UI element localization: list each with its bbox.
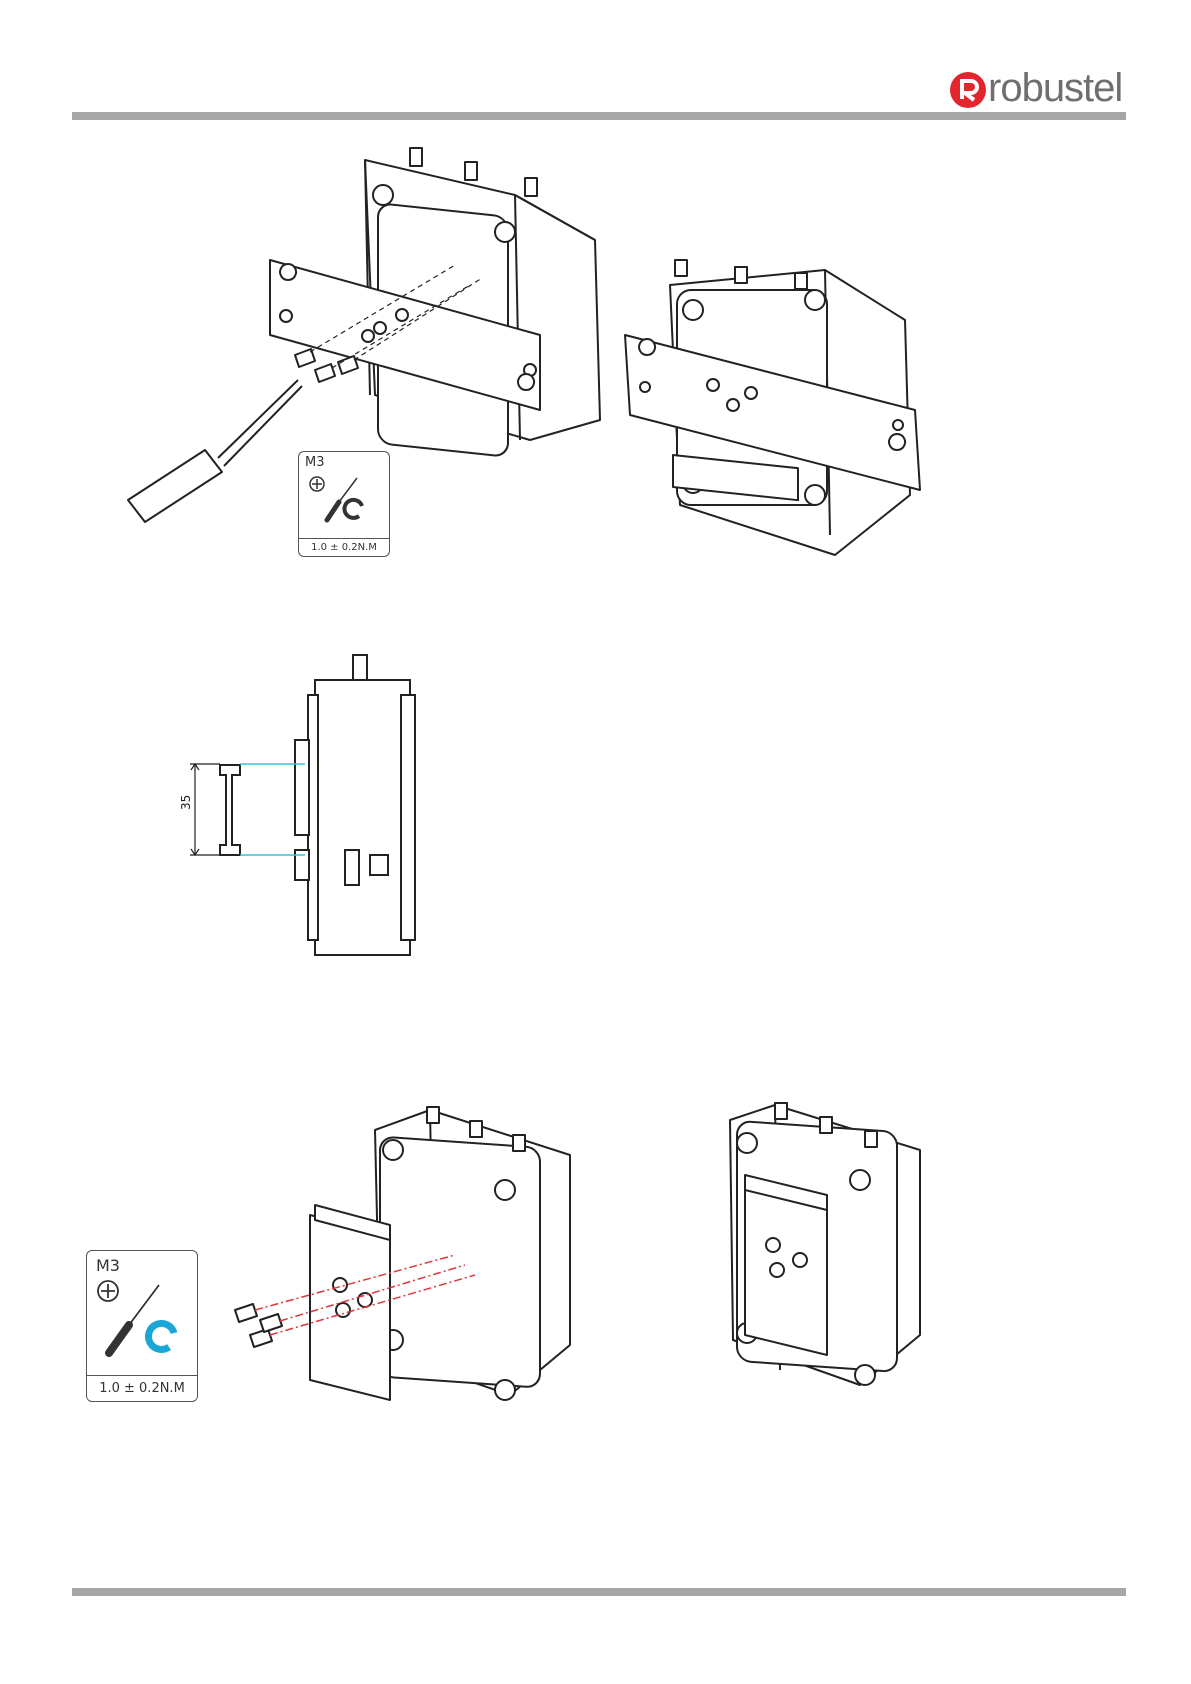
torque-label-din: 1.0 ± 0.2N.M (87, 1375, 197, 1401)
torque-label: 1.0 ± 0.2N.M (299, 538, 389, 556)
din-rail-dimension-label: 35 (179, 795, 193, 810)
brand-logo: robustel (948, 68, 1128, 114)
header-rule (72, 112, 1126, 120)
screwdriver-rotate-icon (95, 1275, 185, 1365)
screw-spec-badge: M3 1.0 ± 0.2N.M (298, 451, 390, 557)
din-rail-mount-assembled-figure (725, 1095, 925, 1400)
din-rail-mount-exploded-figure (215, 1095, 575, 1415)
screw-spec-badge-din: M3 1.0 ± 0.2N.M (86, 1250, 198, 1402)
screw-size-label-din: M3 (96, 1256, 120, 1275)
brand-name: robustel (988, 66, 1122, 111)
brand-logo-icon (948, 70, 988, 110)
screwdriver-rotate-icon (307, 472, 367, 528)
screw-size-label: M3 (305, 455, 325, 470)
wall-mount-assembled-figure (625, 255, 945, 565)
footer-rule (72, 1588, 1126, 1596)
din-rail-side-figure: 35 (165, 650, 425, 960)
